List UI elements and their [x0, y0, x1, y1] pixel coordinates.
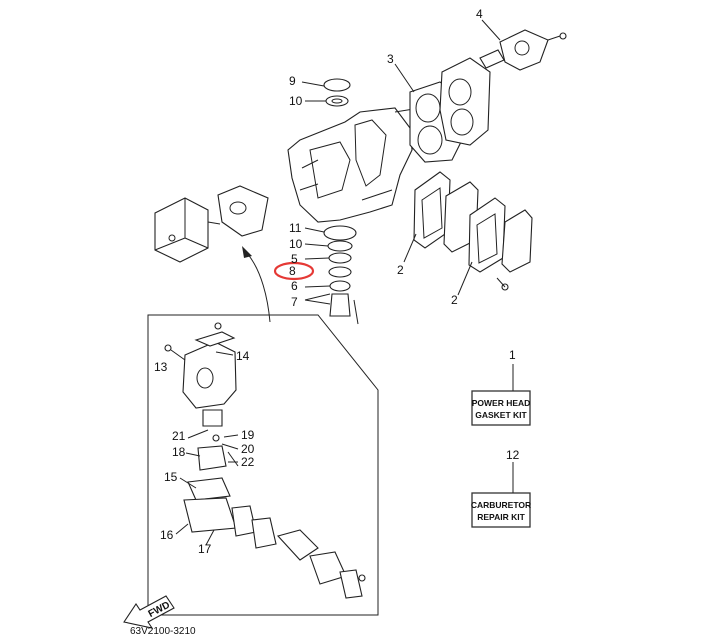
forward-direction-arrow: FWD: [123, 595, 175, 629]
diagram-code: 63V2100-3210: [130, 626, 196, 637]
callout-7: 7: [291, 295, 298, 309]
power-head-kit-line2: GASKET KIT: [475, 410, 527, 420]
top-seal-stack: [323, 78, 351, 107]
callout-10-bottom: 10: [289, 237, 303, 251]
power-head-kit-line1: POWER HEAD: [472, 398, 531, 408]
bottom-seal-stack: [323, 225, 359, 325]
cylinder-head-cover: [439, 57, 491, 146]
fwd-label: FWD: [147, 600, 172, 620]
callout-14: 14: [236, 349, 250, 363]
callout-22: 22: [241, 455, 255, 469]
carburetor-detail-frame: [147, 314, 379, 616]
callout-20: 20: [241, 442, 255, 456]
exhaust-gasket-left: [413, 171, 451, 249]
power-head-block: [287, 107, 421, 223]
callout-21: 21: [172, 429, 186, 443]
callout-1: 1: [509, 348, 516, 362]
callout-11: 11: [289, 221, 302, 235]
carburetor-kit-line2: REPAIR KIT: [477, 512, 525, 522]
callout-15: 15: [164, 470, 178, 484]
intake-manifold: [217, 185, 269, 237]
callout-2-left: 2: [397, 263, 404, 277]
carburetor-kit-line1: CARBURETOR: [471, 500, 531, 510]
thermostat-cover-assembly: [479, 29, 567, 71]
callout-8: 8: [289, 264, 296, 278]
callout-18: 18: [172, 445, 186, 459]
callout-9: 9: [289, 74, 296, 88]
callout-17: 17: [198, 542, 212, 556]
callout-3: 3: [387, 52, 394, 66]
callout-4: 4: [476, 7, 483, 21]
callout-10-top: 10: [289, 94, 303, 108]
intake-silencer: [154, 197, 221, 263]
callout-16: 16: [160, 528, 174, 542]
leader-lines: [175, 19, 514, 546]
callout-6: 6: [291, 279, 298, 293]
carburetor-repair-kit-box: CARBURETOR REPAIR KIT: [471, 492, 531, 528]
callout-12: 12: [506, 448, 520, 462]
power-head-gasket-kit-box: POWER HEAD GASKET KIT: [471, 390, 531, 426]
carburetor-assembly: [164, 322, 366, 599]
callout-2-right: 2: [451, 293, 458, 307]
carburetor-location-arrow: [242, 246, 271, 323]
exhaust-cover-right: [501, 209, 533, 273]
callout-5: 5: [291, 252, 298, 266]
highlight-ring: [273, 261, 315, 281]
callout-13: 13: [154, 360, 168, 374]
callout-numbers: 4 3 9 10 11 10 5 8 6 7 2 2 1 12 13 14 21…: [154, 7, 520, 556]
callout-19: 19: [241, 428, 255, 442]
